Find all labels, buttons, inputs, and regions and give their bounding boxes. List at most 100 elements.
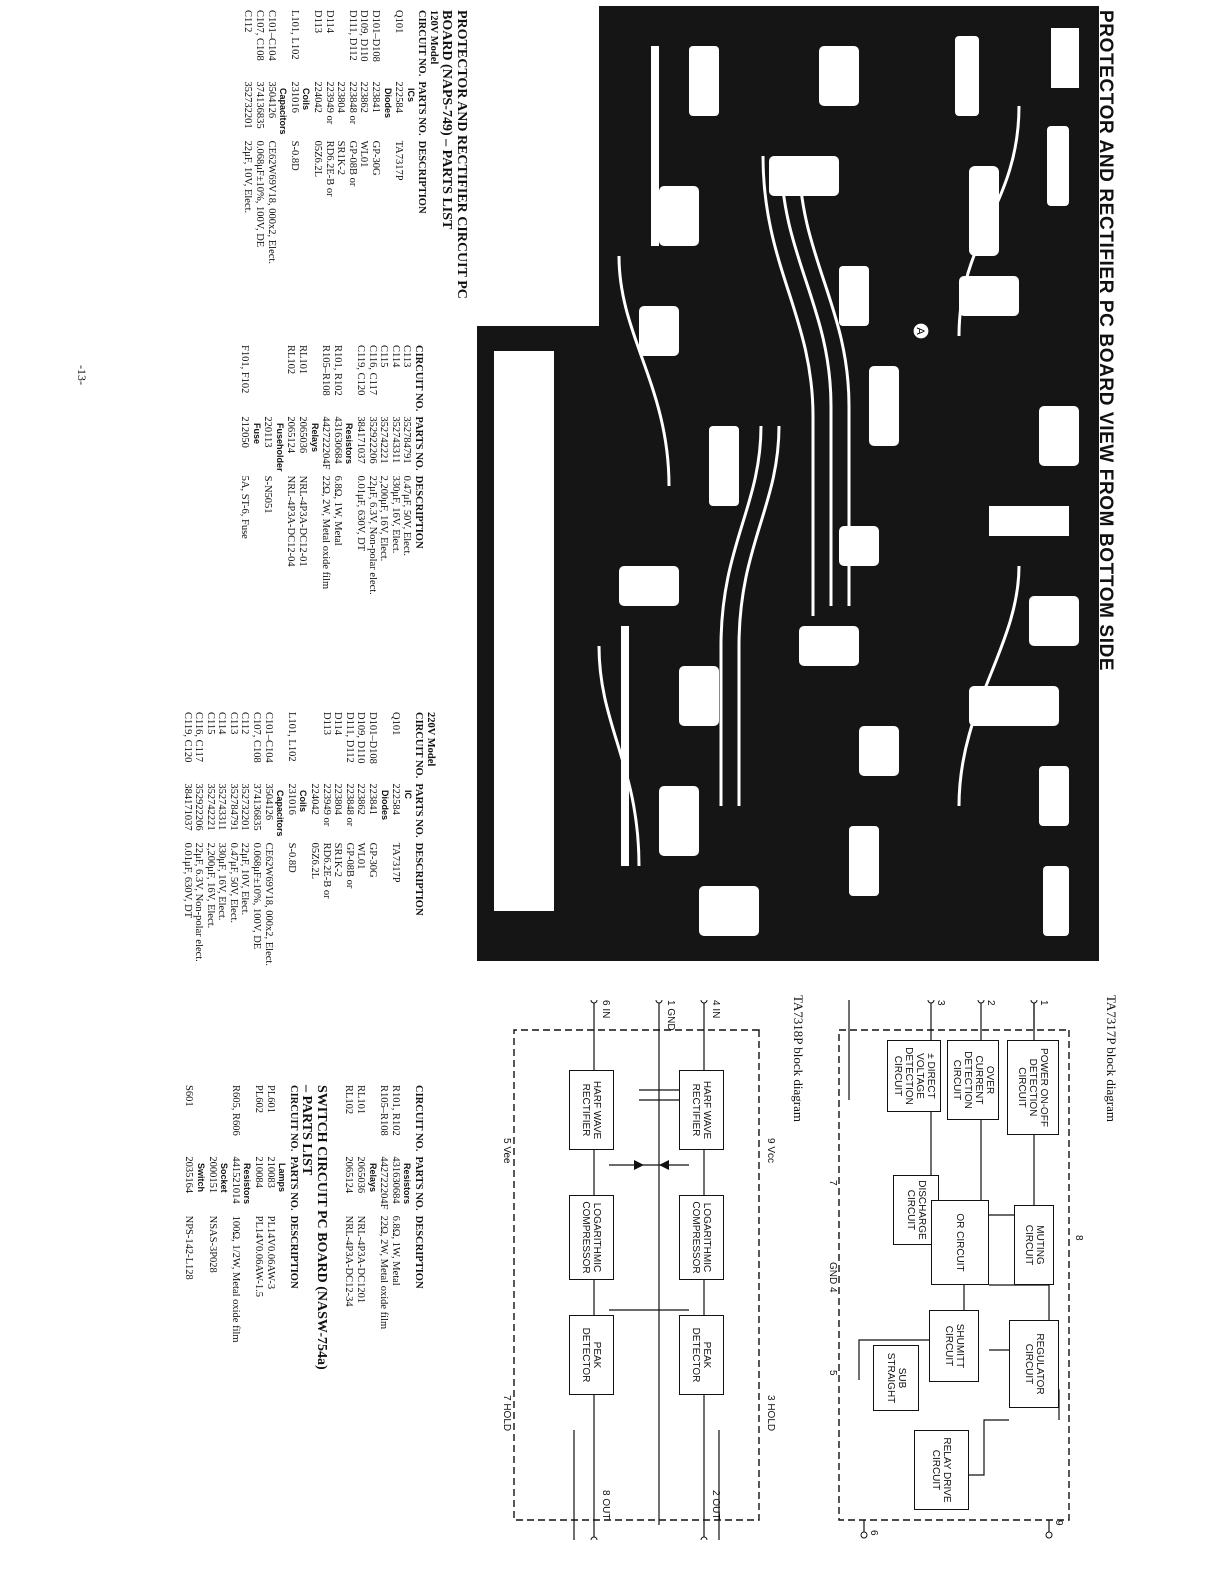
description-cell: 0.01μF, 630V, DT (181, 842, 193, 919)
block-power-detection: POWER ON-OFF DETECTION CIRCUIT (1007, 1040, 1059, 1135)
parts-no-cell: 210084 (253, 1156, 265, 1188)
description-cell: 6.8Ω, 1W, Metal (389, 1215, 401, 1286)
block-relay-drive: RELAY DRIVE CIRCUIT (914, 1430, 969, 1510)
group-heading: Diodes (379, 790, 390, 821)
ta7317-pin-8: 8 (1073, 1235, 1084, 1241)
col-header-description: DESCRIPTION (413, 475, 424, 549)
parts-list-block-220b: CIRCUIT NO. PARTS NO. DESCRIPTION Resist… (183, 1085, 425, 1370)
circuit-no-cell: C116, C117 (366, 345, 378, 395)
col-header-description: DESCRIPTION (413, 1215, 424, 1289)
group-heading-row: Capacitors (277, 10, 289, 269)
circuit-no-cell: C112 (242, 10, 254, 33)
pin-marker (1045, 1531, 1053, 1539)
ta7318-pin-7-hold: 7 HOLD (501, 1395, 512, 1432)
circuit-no-cell: C107, C108 (251, 712, 263, 763)
parts-no-cell: 374136835 (254, 81, 266, 129)
description-cell: 100Ω, 1/2W, Metal oxide film (229, 1215, 241, 1343)
parts-no-cell: 2065124 (285, 416, 297, 454)
block-peak-detector-2: PEAK DETECTOR (569, 1315, 614, 1395)
table-header-row: CIRCUIT NO. PARTS NO. DESCRIPTION (412, 345, 424, 600)
group-heading-row: Resistors (343, 345, 355, 600)
ta7317-title: TA7317P block diagram (1104, 995, 1119, 1123)
circuit-no-cell (335, 10, 347, 81)
pin-marker (590, 1000, 598, 1004)
parts-no-cell: 223848 or (343, 783, 355, 827)
group-heading-row: Fuseholder (273, 345, 285, 600)
block-dc-voltage: ± DIRECT VOLTAGE DETECTION CIRCUIT (887, 1040, 941, 1112)
ta7318-pin-6-in: 6 IN (600, 1000, 611, 1019)
ta7317-diagram: POWER ON-OFF DETECTION CIRCUIT OVER CURR… (824, 1000, 1089, 1540)
ta7318-pin-4-in: 4 IN (710, 1000, 721, 1019)
description-cell: 22μF, 6.3V, Non-polar elect. (366, 475, 378, 595)
pcb-label-marker (912, 322, 930, 340)
group-heading-row: Relays (308, 345, 320, 600)
parts-no-cell: 431630684 (331, 416, 343, 464)
group-heading: Diodes (382, 88, 393, 119)
description-cell: NSAS-3P028 (206, 1215, 218, 1273)
parts-no-cell: 224042 (312, 81, 324, 113)
circuit-no-cell: L101, L102 (285, 712, 297, 762)
group-heading-row: Diodes (381, 10, 393, 269)
description-cell: 05Z6.2L (312, 140, 324, 178)
description-cell: WL01 (355, 842, 367, 870)
parts-no-cell: 223862 (358, 81, 370, 113)
col-header-parts: PARTS NO. (413, 783, 425, 838)
switch-list-title-line2: – PARTS LIST (298, 1085, 314, 1176)
pin-marker (927, 1000, 935, 1004)
table-header-row: CIRCUIT NO. PARTS NO. DESCRIPTION (412, 1085, 424, 1334)
ta7318-pin-9-vcc: 9 Vcc (765, 1138, 776, 1164)
group-heading-row: Coils (300, 10, 311, 269)
group-heading-row: Switch (195, 1085, 206, 1348)
block-regulator: REGULATOR CIRCUIT (1009, 1320, 1059, 1408)
group-heading: Resistors (344, 423, 355, 465)
circuit-no-cell: C115 (378, 345, 390, 368)
parts-no-cell: 3504126 (262, 783, 274, 821)
table-header-row: CIRCUIT NO. PARTS NO. DESCRIPTION (287, 1085, 299, 1348)
block-sub-straight: SUB STRAIGHT (873, 1345, 919, 1411)
description-cell: 0.47μF, 50V, Elect. (227, 842, 239, 924)
ta7318-title: TA7318P block diagram (791, 995, 806, 1123)
group-heading-row: Coils (297, 712, 308, 971)
parts-no-cell: 2065124 (343, 1156, 355, 1194)
circuit-no-cell: C113 (227, 712, 239, 735)
ta7318-package-outline (513, 1029, 760, 1521)
circuit-no-cell: D101–D108 (367, 712, 379, 764)
parts-no-cell: 352784791 (401, 416, 413, 464)
parts-no-cell: 223841 (370, 81, 382, 113)
parts-list-title-line2: BOARD (NAPS-749) – PARTS LIST (439, 10, 454, 230)
group-heading: Capacitors (278, 88, 289, 135)
ta7317-pin-1: 1 (1038, 1000, 1049, 1006)
parts-no-cell: 352743311 (389, 416, 401, 464)
circuit-no-cell: C114 (389, 345, 401, 368)
parts-no-cell: 2000151 (206, 1156, 218, 1194)
description-cell: 6.8Ω, 1W, Metal (331, 475, 343, 546)
col-header-parts: PARTS NO. (416, 81, 428, 136)
parts-no-cell: 231016 (288, 81, 300, 113)
circuit-no-cell: R605, R606 (229, 1085, 241, 1136)
circuit-no-cell: RL102 (285, 345, 297, 375)
block-shumitt: SHUMITT CIRCUIT (929, 1310, 979, 1382)
group-heading-row: Resistors (241, 1085, 252, 1348)
description-cell: 0.01μF, 630V, DT (355, 475, 367, 552)
ta7317-pin-9: 9 (1053, 1520, 1064, 1526)
parts-table-220b: CIRCUIT NO. PARTS NO. DESCRIPTION Resist… (343, 1085, 424, 1334)
group-heading-row: Socket (218, 1085, 229, 1348)
group-heading-row: Capacitors (274, 712, 285, 971)
group-heading-row: Resistors (401, 1085, 412, 1334)
